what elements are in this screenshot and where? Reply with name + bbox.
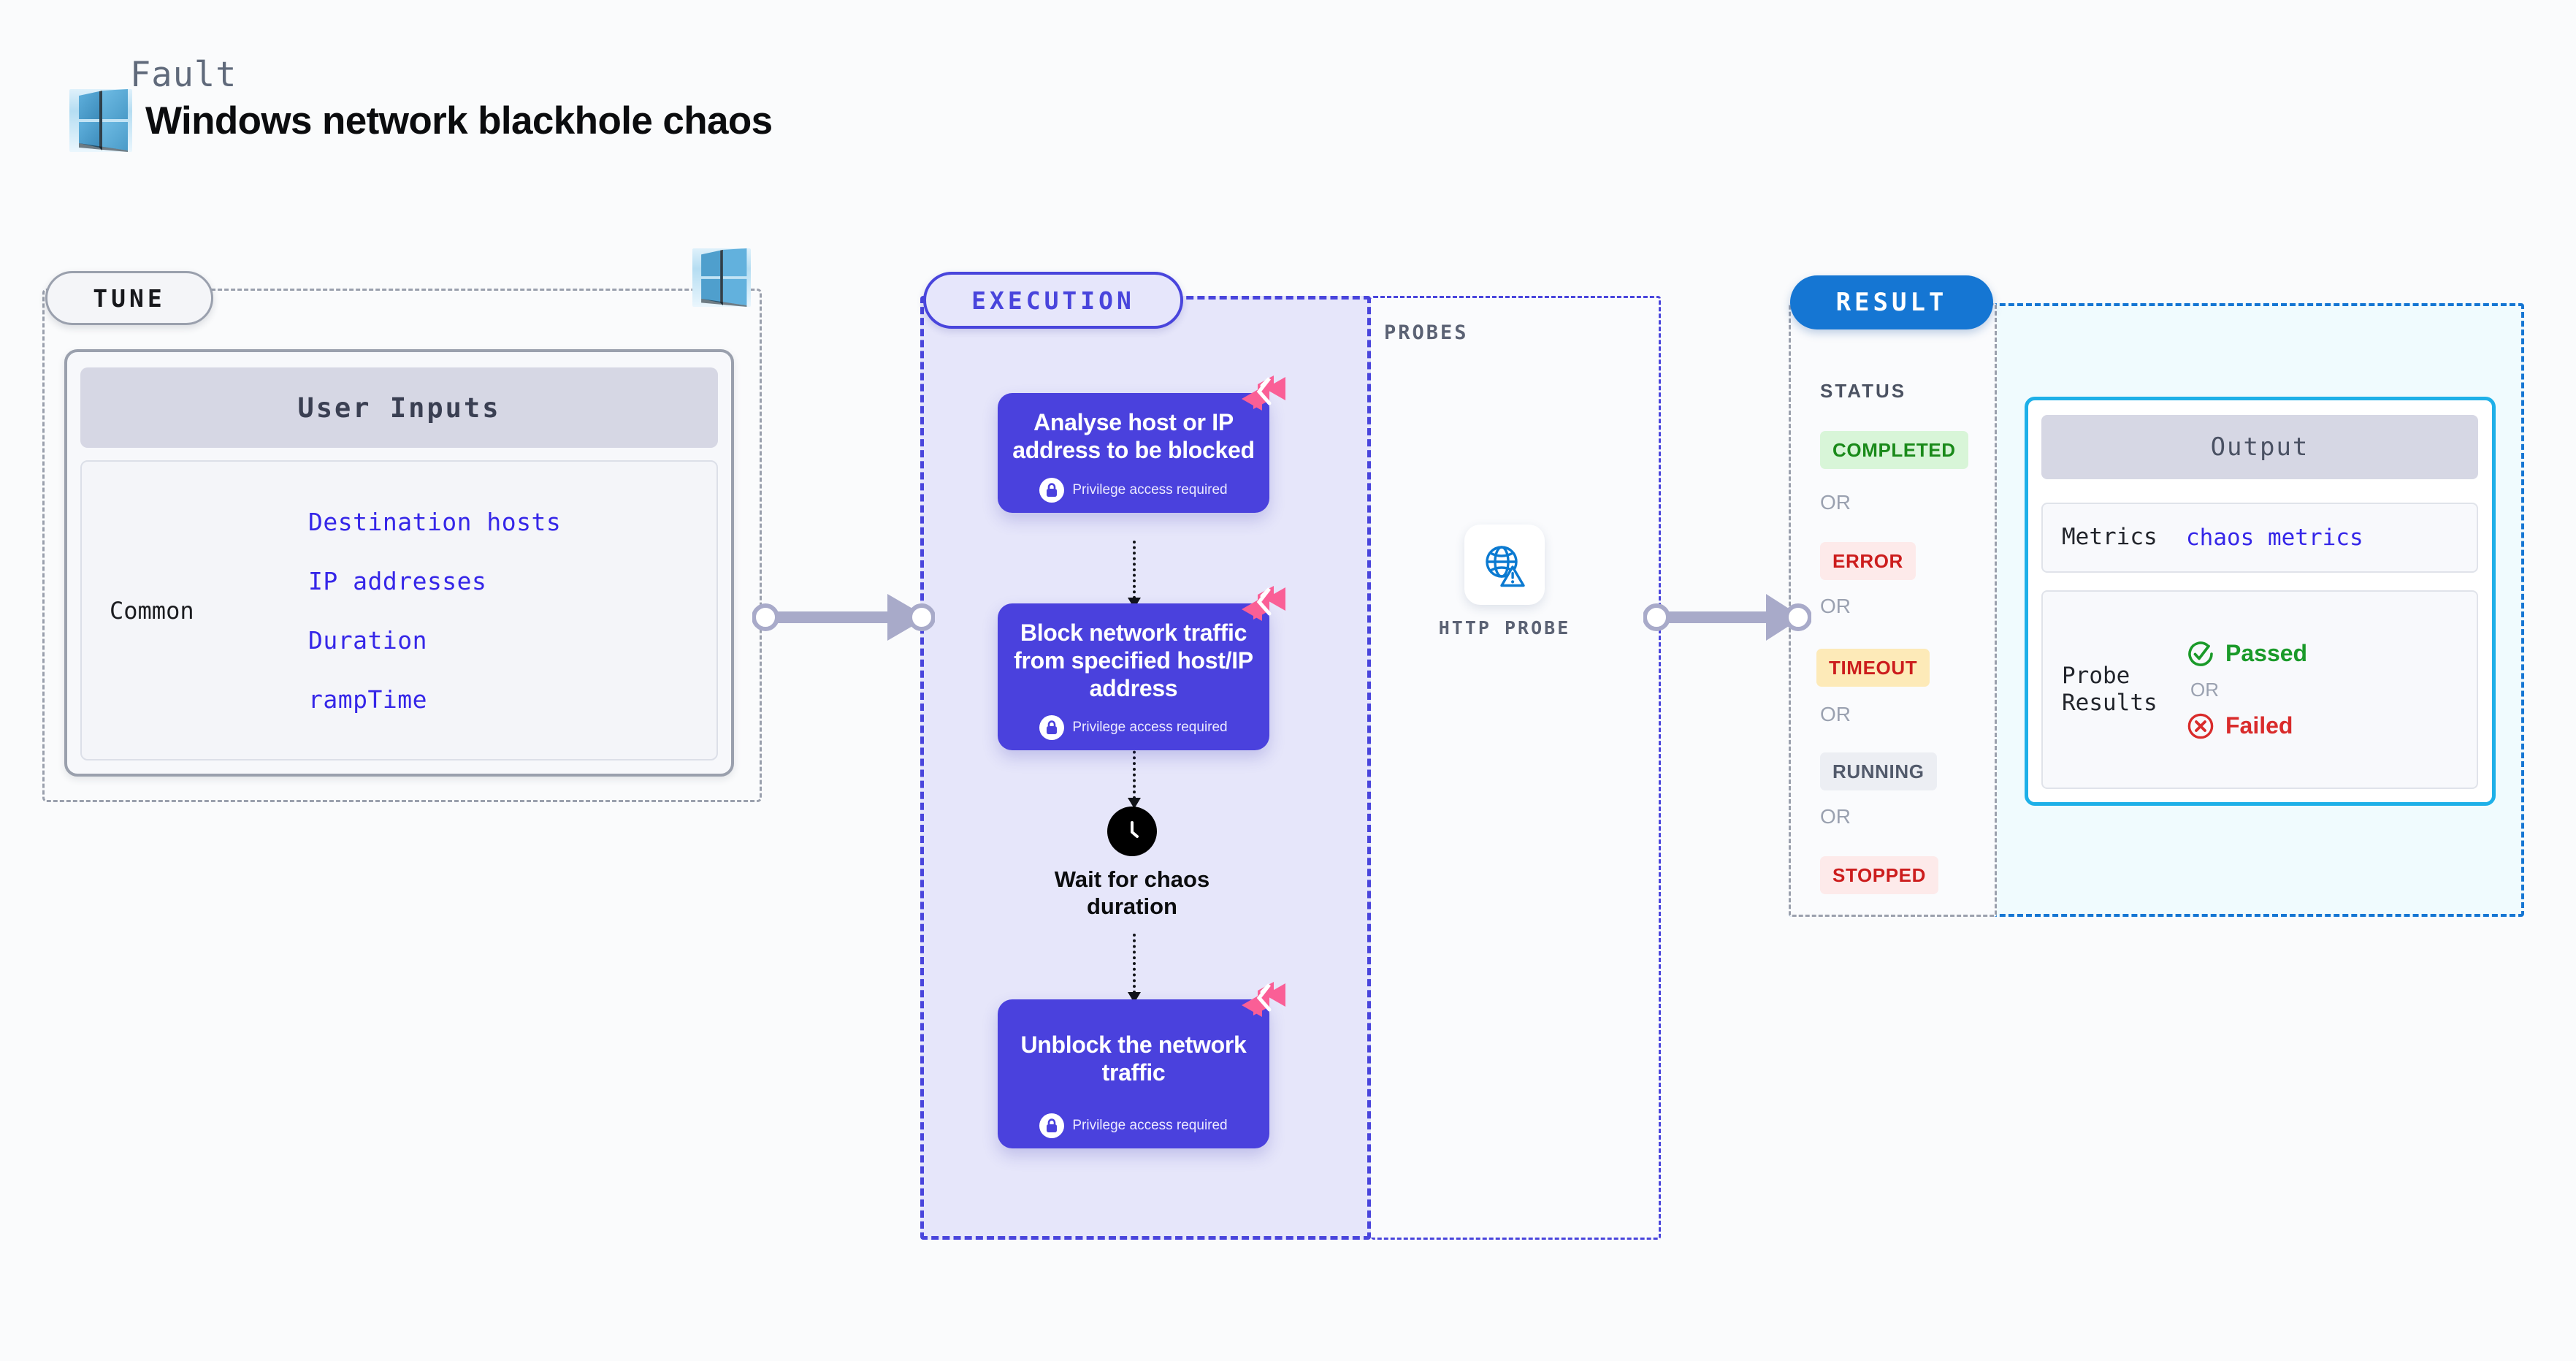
status-badge-error: ERROR <box>1820 542 1916 580</box>
status-badge-stopped: STOPPED <box>1820 856 1938 894</box>
probe-result-failed: Failed <box>2186 712 2307 741</box>
result-pill-label: RESULT <box>1790 275 1993 329</box>
status-badge-running: RUNNING <box>1820 752 1937 790</box>
tune-pill-label: TUNE <box>45 271 213 325</box>
probe-result-or: OR <box>2190 678 2219 701</box>
clock-icon <box>1107 807 1157 856</box>
input-item-duration[interactable]: Duration <box>308 625 427 655</box>
tune-windows-badge-icon <box>692 248 751 310</box>
privilege-note: Privilege access required <box>1012 1113 1255 1138</box>
privilege-note-text: Privilege access required <box>1072 720 1228 736</box>
step-title: Analyse host or IP address to be blocked <box>1012 409 1255 463</box>
execution-step-unblock-traffic[interactable]: Unblock the network traffic Privilege ac… <box>998 982 1285 1148</box>
status-or-2: OR <box>1820 595 1851 617</box>
lock-icon <box>1039 477 1065 503</box>
status-badge-label: RUNNING <box>1832 760 1925 782</box>
output-probe-results-row: Probe Results Passed OR Failed <box>2041 590 2478 789</box>
step-title: Unblock the network traffic <box>1020 1032 1247 1086</box>
windows-logo-icon <box>69 89 132 152</box>
privilege-note: Privilege access required <box>1012 715 1255 741</box>
status-badge-label: TIMEOUT <box>1829 656 1918 679</box>
status-badge-completed: COMPLETED <box>1820 431 1968 469</box>
passed-label: Passed <box>2225 640 2308 666</box>
status-or-3: OR <box>1820 703 1851 725</box>
user-inputs-header: User Inputs <box>80 367 718 448</box>
lock-icon <box>1039 715 1065 741</box>
execution-step-analyse[interactable]: Analyse host or IP address to be blocked… <box>998 375 1285 513</box>
chaos-ribbon-icon <box>1242 586 1285 621</box>
lock-icon <box>1039 1113 1065 1138</box>
tune-panel-boundary <box>42 289 762 802</box>
flow-arrow-1 <box>1128 541 1141 609</box>
flow-arrow-3 <box>1128 934 1141 1003</box>
connector-tune-to-execution <box>752 594 935 641</box>
status-badge-label: COMPLETED <box>1832 438 1956 461</box>
failed-label: Failed <box>2225 712 2293 739</box>
http-probe-caption: HTTP PROBE <box>1438 617 1571 638</box>
output-header: Output <box>2041 415 2478 479</box>
probe-results-values: Passed OR Failed <box>2186 639 2307 741</box>
flow-arrow-2 <box>1128 739 1141 809</box>
status-badge-timeout: TIMEOUT <box>1816 649 1930 687</box>
check-circle-icon <box>2188 641 2213 666</box>
chaos-ribbon-icon <box>1242 375 1285 411</box>
probes-section-label: PROBES <box>1384 321 1469 344</box>
metrics-value[interactable]: chaos metrics <box>2186 525 2363 551</box>
page-header: Windows network blackhole chaos <box>69 89 773 152</box>
chaos-ribbon-icon <box>1242 982 1285 1017</box>
privilege-note-text: Privilege access required <box>1072 481 1228 497</box>
input-item-destination-hosts[interactable]: Destination hosts <box>308 507 562 536</box>
input-group-label: Common <box>110 596 194 625</box>
output-metrics-row: Metrics chaos metrics <box>2041 503 2478 573</box>
input-item-ramptime[interactable]: rampTime <box>308 685 427 714</box>
globe-warning-icon <box>1486 546 1525 587</box>
probe-results-key: Probe Results <box>2062 662 2158 716</box>
user-inputs-body: Common Destination hosts IP addresses Du… <box>80 460 718 760</box>
privilege-note: Privilege access required <box>1012 477 1255 503</box>
status-or-4: OR <box>1820 805 1851 828</box>
step-title: Block network traffic from specified hos… <box>1014 619 1253 701</box>
input-list: Destination hosts IP addresses Duration … <box>308 508 561 714</box>
probes-panel-boundary <box>1371 296 1661 1240</box>
x-circle-icon <box>2187 713 2214 739</box>
status-heading: STATUS <box>1820 380 1907 402</box>
probe-result-passed: Passed <box>2186 639 2307 668</box>
wait-for-chaos-duration-label: Wait for chaos duration <box>1054 866 1210 920</box>
status-or-1: OR <box>1820 491 1851 514</box>
fault-kicker: Fault <box>130 55 237 95</box>
page-title: Windows network blackhole chaos <box>145 99 773 142</box>
execution-step-block-traffic[interactable]: Block network traffic from specified hos… <box>998 586 1285 751</box>
metrics-key: Metrics <box>2062 524 2158 551</box>
input-item-ip-addresses[interactable]: IP addresses <box>308 566 487 595</box>
status-badge-label: ERROR <box>1832 549 1903 572</box>
privilege-note-text: Privilege access required <box>1072 1117 1228 1133</box>
status-column-boundary <box>1789 303 1997 917</box>
status-badge-label: STOPPED <box>1832 864 1926 886</box>
execution-pill-label: EXECUTION <box>923 272 1183 329</box>
connector-execution-to-result <box>1643 594 1811 641</box>
http-probe-card[interactable] <box>1464 525 1545 605</box>
